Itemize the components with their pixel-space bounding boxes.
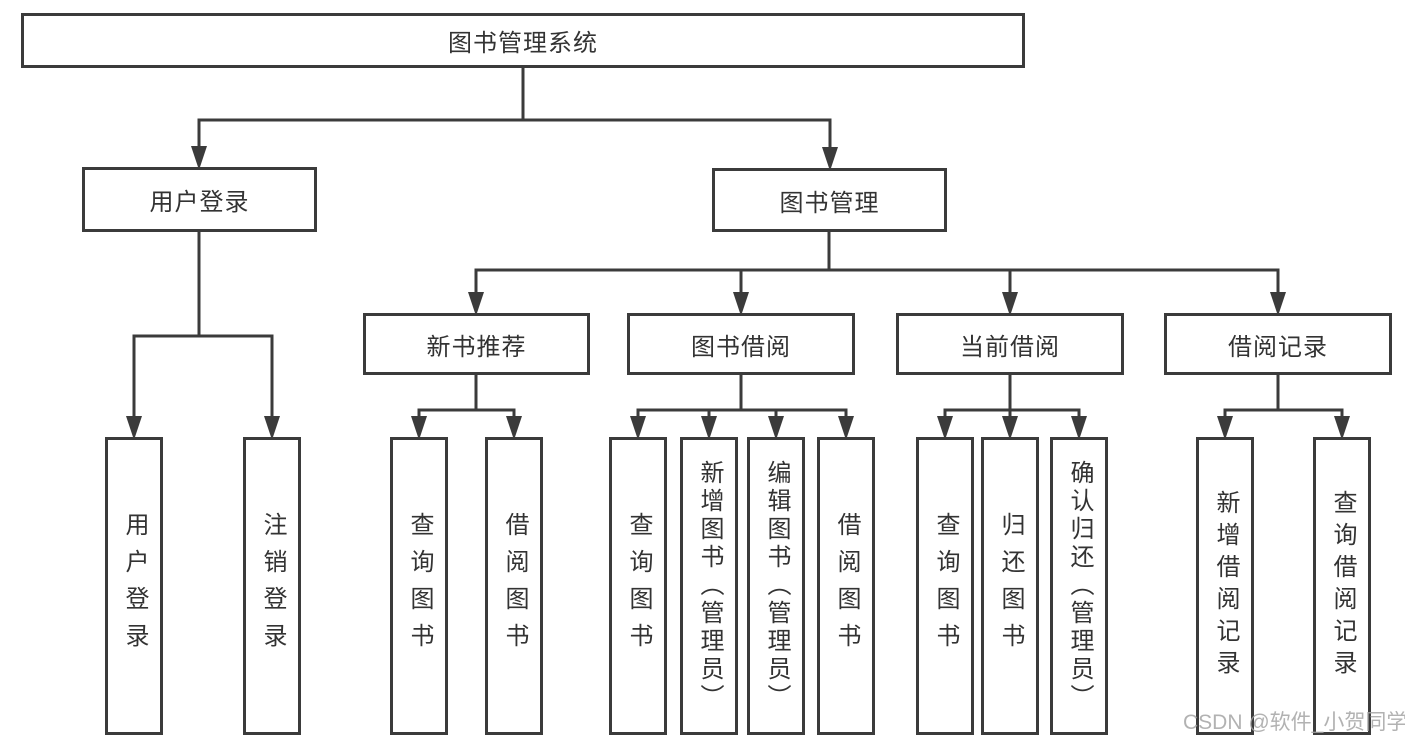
arrow-leaf-nb-query <box>411 416 427 440</box>
arrow-book-mgmt <box>822 147 838 171</box>
arrow-borrow-records <box>1270 292 1286 316</box>
node-borrow-records-label: 借阅记录 <box>1228 333 1328 361</box>
node-user-login-label: 用户登录 <box>149 189 250 216</box>
leaf-cb-confirm-return-label: 确认归还（管理员） <box>1066 460 1093 712</box>
leaf-cb-query-books: 查询图书 <box>916 437 974 735</box>
arrow-leaf-cb-confirm <box>1071 416 1087 440</box>
leaf-br-query-record-label: 查询借阅记录 <box>1329 490 1356 682</box>
connector-book-mgmt-to-level3 <box>474 232 1280 306</box>
arrow-leaf-nb-borrow <box>506 416 522 440</box>
arrow-leaf-user-login <box>126 416 142 440</box>
arrow-leaf-br-query <box>1334 416 1350 440</box>
node-root-label: 图书管理系统 <box>448 30 598 57</box>
leaf-bb-edit-books: 编辑图书（管理员） <box>747 437 805 735</box>
node-current-borrow: 当前借阅 <box>896 313 1124 375</box>
node-new-books-label: 新书推荐 <box>426 333 527 361</box>
connector-root-to-level2 <box>197 68 832 161</box>
arrow-leaf-cb-return <box>1002 416 1018 440</box>
leaf-nb-query-books: 查询图书 <box>390 437 448 735</box>
node-book-borrow-label: 图书借阅 <box>691 333 791 361</box>
leaf-bb-query-books-label: 查询图书 <box>625 512 652 660</box>
arrow-new-books <box>468 292 484 316</box>
leaf-bb-borrow-books-label: 借阅图书 <box>833 512 860 660</box>
leaf-cb-return-books: 归还图书 <box>981 437 1039 735</box>
csdn-watermark: CSDN @软件_小贺同学 <box>1183 711 1405 734</box>
arrow-current-borrow <box>1002 292 1018 316</box>
arrow-leaf-bb-query <box>630 416 646 440</box>
node-borrow-records: 借阅记录 <box>1164 313 1392 375</box>
node-current-borrow-label: 当前借阅 <box>960 333 1060 361</box>
node-book-mgmt: 图书管理 <box>712 168 947 232</box>
leaf-nb-query-books-label: 查询图书 <box>406 512 433 660</box>
arrow-book-borrow <box>733 292 749 316</box>
node-root: 图书管理系统 <box>21 13 1025 68</box>
arrowheads <box>126 146 1350 440</box>
leaf-br-query-record: 查询借阅记录 <box>1313 437 1371 735</box>
leaf-bb-query-books: 查询图书 <box>609 437 667 735</box>
connector-new-books-to-leaves <box>417 375 516 432</box>
connector-book-borrow-to-leaves <box>636 375 848 432</box>
leaf-cb-confirm-return: 确认归还（管理员） <box>1050 437 1108 735</box>
node-user-login: 用户登录 <box>82 167 317 232</box>
arrow-leaf-br-add <box>1217 416 1233 440</box>
arrow-leaf-bb-borrow <box>838 416 854 440</box>
leaf-bb-borrow-books: 借阅图书 <box>817 437 875 735</box>
arrow-leaf-bb-add <box>701 416 717 440</box>
arrow-user-login <box>191 146 207 170</box>
arrow-leaf-logout <box>264 416 280 440</box>
leaf-nb-borrow-books: 借阅图书 <box>485 437 543 735</box>
leaf-bb-edit-books-label: 编辑图书（管理员） <box>763 460 790 712</box>
leaf-br-add-record-label: 新增借阅记录 <box>1212 490 1239 682</box>
leaf-logout-label: 注销登录 <box>259 512 286 660</box>
leaf-bb-add-books: 新增图书（管理员） <box>680 437 738 735</box>
arrow-leaf-bb-edit <box>768 416 784 440</box>
node-new-books: 新书推荐 <box>363 313 590 375</box>
node-book-mgmt-label: 图书管理 <box>779 189 880 217</box>
leaf-logout: 注销登录 <box>243 437 301 735</box>
leaf-user-login-label: 用户登录 <box>121 512 148 660</box>
leaf-user-login: 用户登录 <box>105 437 163 735</box>
connector-borrow-records-to-leaves <box>1223 375 1344 432</box>
node-book-borrow: 图书借阅 <box>627 313 855 375</box>
leaf-bb-add-books-label: 新增图书（管理员） <box>696 460 723 712</box>
leaf-cb-return-books-label: 归还图书 <box>997 512 1024 660</box>
arrow-leaf-cb-query <box>937 416 953 440</box>
leaf-nb-borrow-books-label: 借阅图书 <box>501 512 528 660</box>
connector-user-login-to-leaves <box>132 232 274 430</box>
leaf-br-add-record: 新增借阅记录 <box>1196 437 1254 735</box>
leaf-cb-query-books-label: 查询图书 <box>932 512 959 660</box>
